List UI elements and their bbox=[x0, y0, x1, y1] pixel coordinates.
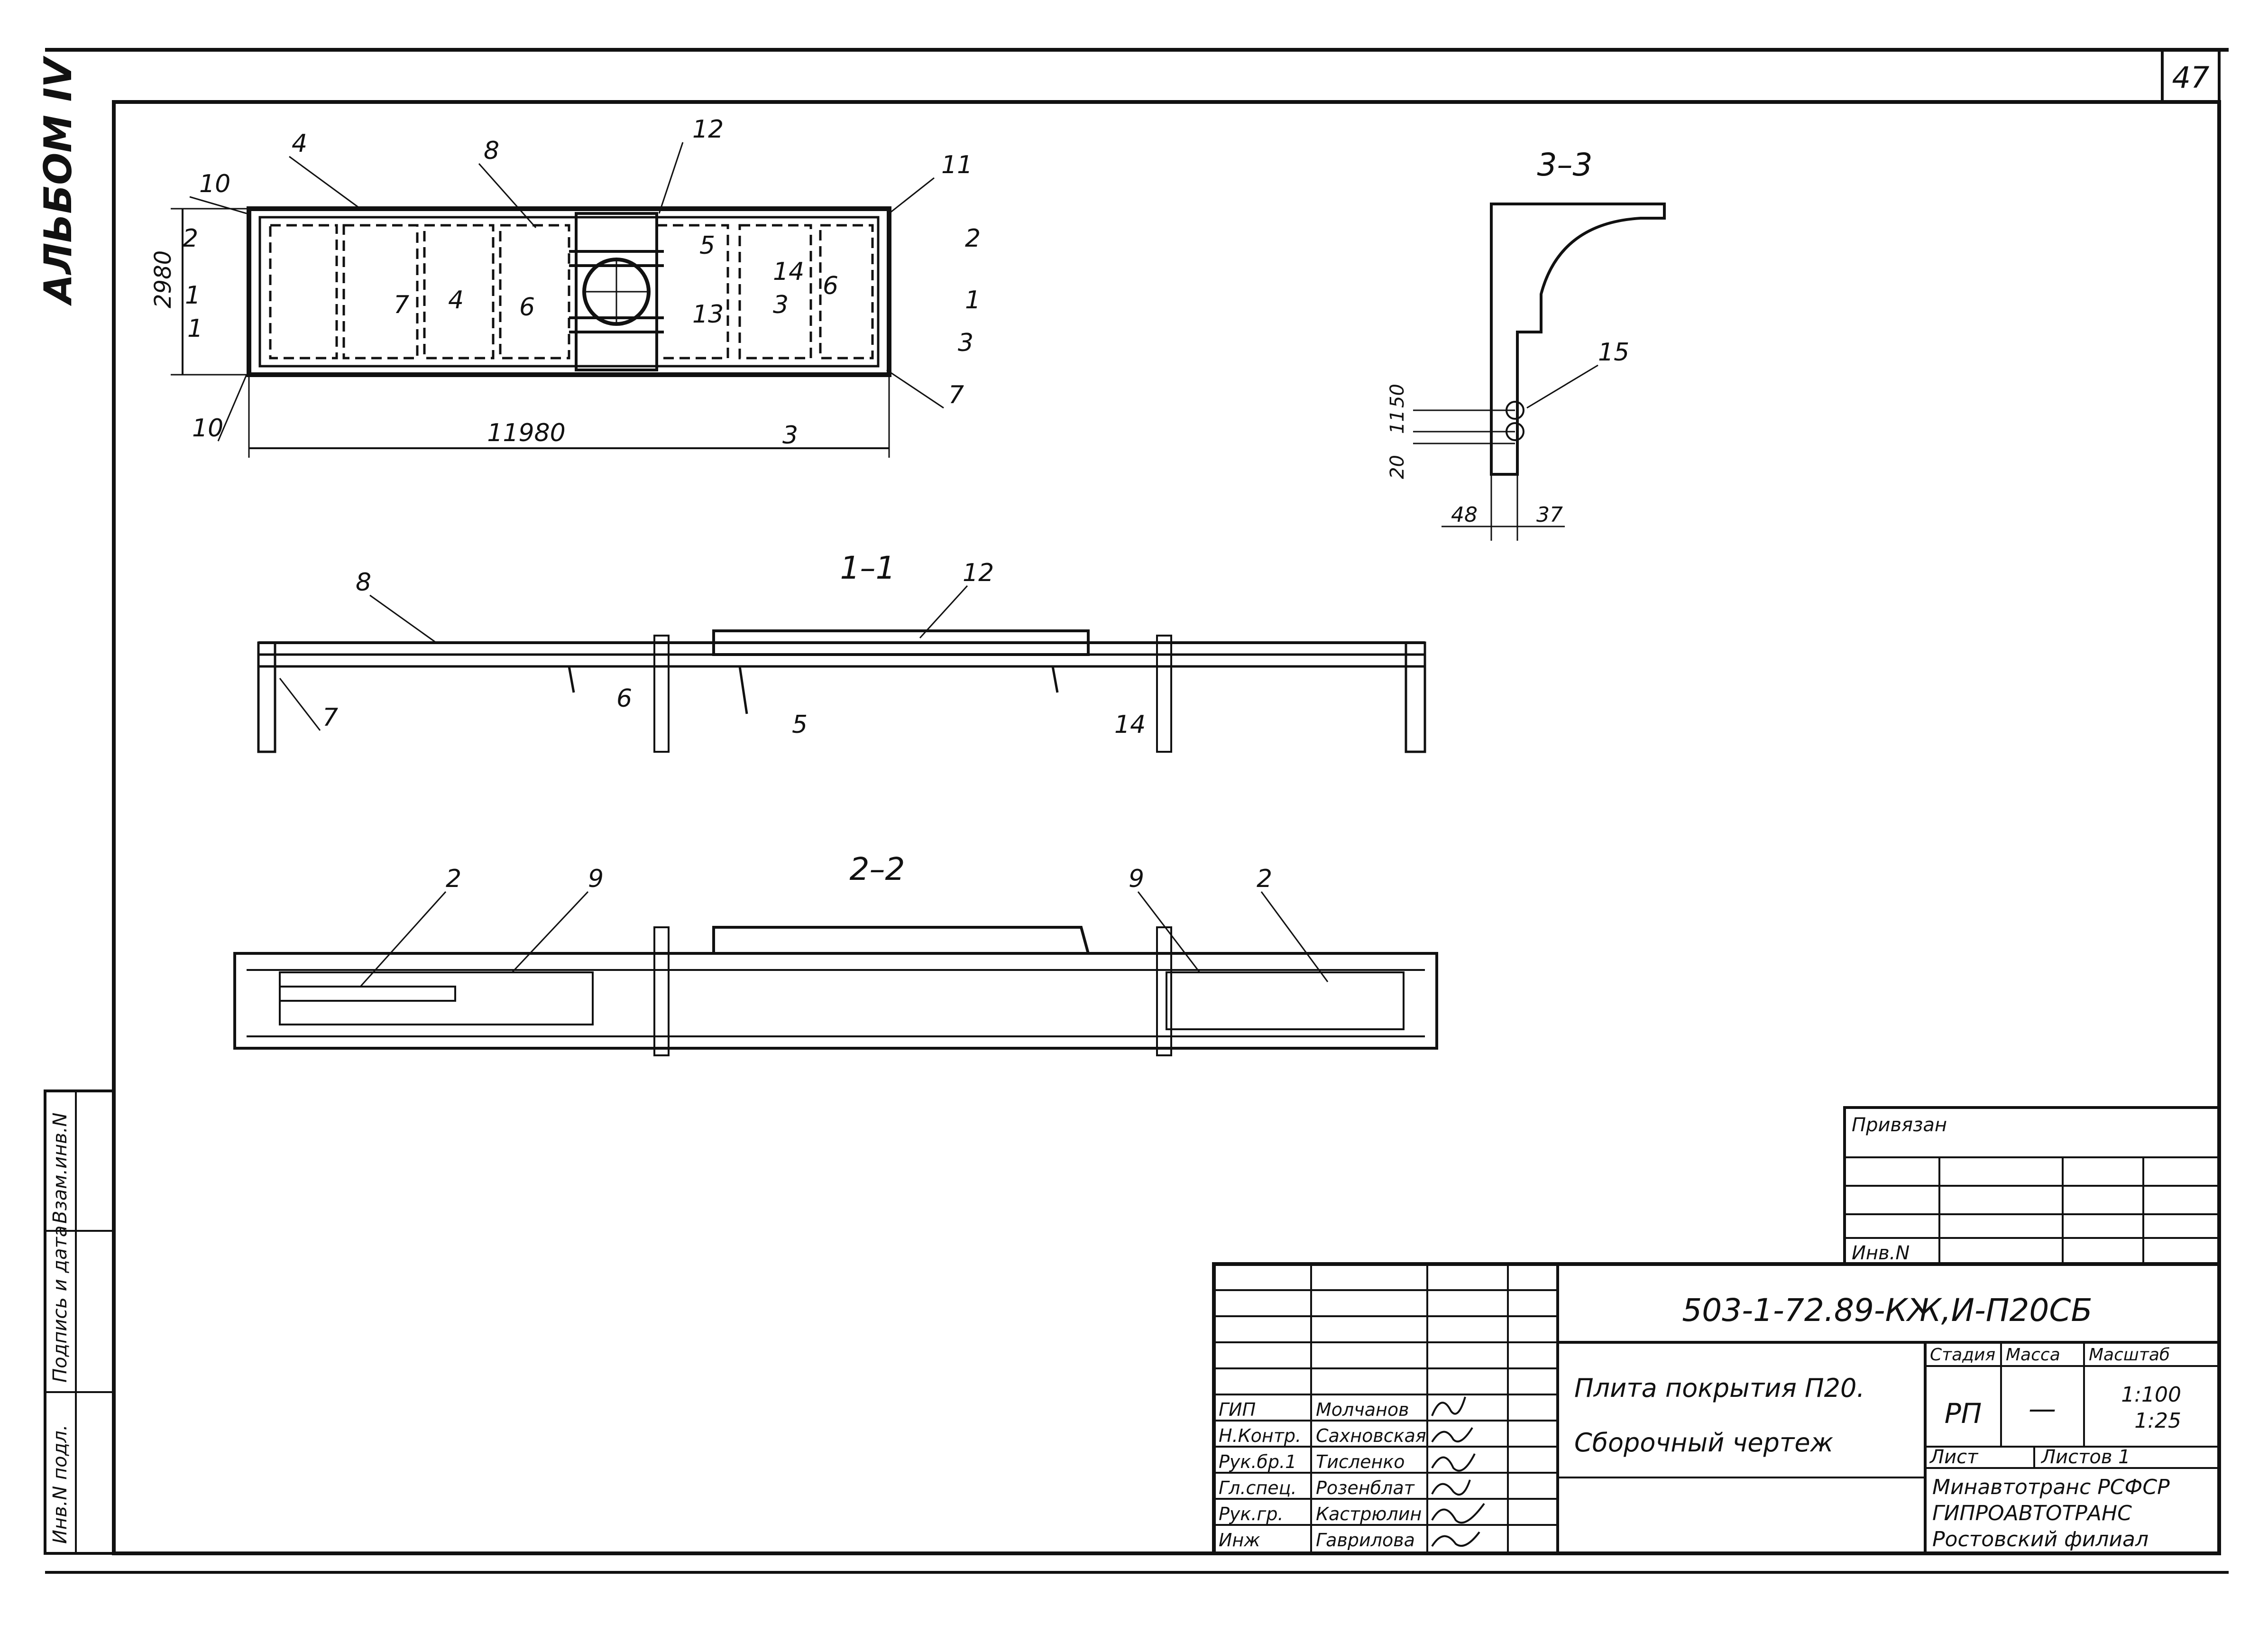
s22-callout-9-left: 9 bbox=[588, 865, 604, 893]
stamp-replace-inv: Взам.инв.N bbox=[49, 1113, 71, 1224]
s33-callout-15: 15 bbox=[1598, 338, 1629, 367]
section-2-2: 2–2 2 9 9 2 bbox=[233, 851, 1438, 1056]
plan-callout-3: 6 bbox=[823, 272, 838, 300]
sheets-label: Листов 1 bbox=[2040, 1446, 2130, 1468]
plan-callout-4-inner: 7 bbox=[394, 291, 409, 319]
title-line-1: Плита покрытия П20. bbox=[1574, 1373, 1864, 1403]
side-stamp: Взам.инв.N Подпись и дата Инв.N подл. bbox=[44, 1089, 115, 1555]
drawing-frame bbox=[112, 100, 2221, 1555]
s11-callout-5: 5 bbox=[792, 711, 808, 739]
plan-callout-7-right: 3 bbox=[958, 329, 973, 357]
scale-value-1: 1:100 bbox=[2121, 1383, 2181, 1407]
name-6: Гаврилова bbox=[1316, 1530, 1415, 1551]
plan-cut-2-right: 2 bbox=[965, 224, 981, 253]
s11-callout-6: 6 bbox=[616, 684, 632, 713]
name-3: Тисленко bbox=[1316, 1451, 1405, 1472]
plan-callout-11-bottom: 10 bbox=[192, 414, 223, 443]
plan-cut-1-right: 1 bbox=[965, 286, 981, 314]
header-stage: Стадия bbox=[1930, 1345, 1995, 1365]
plan-callout-12: 12 bbox=[692, 115, 724, 144]
plan-callout-14: 13 bbox=[692, 300, 724, 329]
role-5: Рук.гр. bbox=[1219, 1504, 1284, 1524]
sheet-label: Лист bbox=[1929, 1446, 1979, 1468]
title-line-2: Сборочный чертеж bbox=[1574, 1428, 1834, 1458]
plan-height-dim: 2980 bbox=[150, 250, 176, 308]
title-block: 503-1-72.89-КЖ,И-П20СБ Плита покрытия П2… bbox=[1212, 1262, 2221, 1555]
scale-value-2: 1:25 bbox=[2134, 1409, 2181, 1433]
role-2: Н.Контр. bbox=[1219, 1425, 1301, 1446]
stage-value: РП bbox=[1945, 1397, 1982, 1430]
section-3-3: 3–3 15 50 11 20 48 37 bbox=[1387, 147, 1666, 541]
name-5: Кастрюлин bbox=[1316, 1504, 1422, 1524]
s11-callout-8: 8 bbox=[356, 568, 371, 597]
name-4: Розенблат bbox=[1316, 1477, 1415, 1498]
plan-callout-10: 10 bbox=[199, 170, 230, 198]
plan-callout-5: 6 bbox=[519, 293, 535, 322]
s11-callout-7: 7 bbox=[322, 703, 338, 732]
plan-cut-1-left: 1 bbox=[185, 281, 201, 310]
plan-cut-3-top: 3 bbox=[773, 291, 789, 319]
binding-label: Привязан bbox=[1852, 1114, 1947, 1136]
plan-view: 11980 2980 10 4 8 12 11 2 1 2 1 1 7 4 6 … bbox=[150, 115, 981, 458]
role-3: Рук.бр.1 bbox=[1219, 1451, 1296, 1472]
plan-callout-4: 4 bbox=[292, 129, 307, 158]
plan-callout-10-bottom: 7 bbox=[948, 381, 964, 409]
role-4: Гл.спец. bbox=[1219, 1477, 1297, 1498]
s33-dim-11: 11 bbox=[1387, 410, 1408, 434]
section-3-3-title: 3–3 bbox=[1537, 147, 1593, 183]
org-line-2: ГИПРОАВТОТРАНС bbox=[1932, 1501, 2132, 1525]
page-number: 47 bbox=[2172, 60, 2210, 95]
plan-cut-2-left: 2 bbox=[183, 224, 198, 253]
plan-callout-13: 5 bbox=[699, 231, 715, 260]
plan-callout-6: 4 bbox=[448, 286, 464, 314]
plan-callout-8: 8 bbox=[484, 137, 499, 165]
binding-block: Привязан Инв.N bbox=[1843, 1106, 2221, 1265]
s33-dim-48: 48 bbox=[1451, 503, 1478, 527]
org-line-1: Минавтотранс РСФСР bbox=[1932, 1475, 2170, 1499]
plan-cut-3-bottom: 3 bbox=[782, 421, 798, 450]
album-label: АЛЬБОМ IV bbox=[36, 55, 80, 306]
document-code: 503-1-72.89-КЖ,И-П20СБ bbox=[1682, 1292, 2092, 1329]
plan-callout-11-top: 11 bbox=[941, 151, 973, 179]
name-1: Молчанов bbox=[1316, 1399, 1409, 1420]
s33-dim-50: 50 bbox=[1387, 384, 1408, 408]
binding-inv-label: Инв.N bbox=[1852, 1242, 1910, 1264]
section-1-1: 1–1 8 12 7 6 5 14 bbox=[257, 550, 1426, 753]
role-1: ГИП bbox=[1219, 1399, 1256, 1420]
page-number-box bbox=[2161, 48, 2221, 103]
section-1-1-title: 1–1 bbox=[840, 550, 896, 586]
plan-callout-7-left: 1 bbox=[187, 314, 203, 343]
s11-callout-14: 14 bbox=[1114, 711, 1146, 739]
s22-callout-2-left: 2 bbox=[446, 865, 461, 893]
stamp-signature-date: Подпись и дата bbox=[49, 1226, 71, 1383]
s11-callout-12: 12 bbox=[963, 559, 994, 587]
org-line-3: Ростовский филиал bbox=[1932, 1527, 2149, 1551]
s22-callout-2-right: 2 bbox=[1257, 865, 1272, 893]
mass-value: — bbox=[2029, 1393, 2056, 1425]
section-2-2-title: 2–2 bbox=[850, 851, 905, 887]
s33-dim-37: 37 bbox=[1536, 503, 1563, 527]
s33-dim-20: 20 bbox=[1387, 455, 1408, 479]
s22-callout-9-right: 9 bbox=[1129, 865, 1144, 893]
stamp-original-inv: Инв.N подл. bbox=[49, 1424, 71, 1544]
plan-width-dim: 11980 bbox=[487, 419, 565, 447]
name-2: Сахновская bbox=[1316, 1425, 1426, 1446]
header-scale: Масштаб bbox=[2089, 1345, 2170, 1365]
header-mass: Масса bbox=[2006, 1345, 2060, 1365]
plan-callout-6-right: 14 bbox=[773, 258, 804, 286]
role-6: Инж bbox=[1219, 1530, 1260, 1551]
signatures bbox=[1431, 1396, 1485, 1547]
